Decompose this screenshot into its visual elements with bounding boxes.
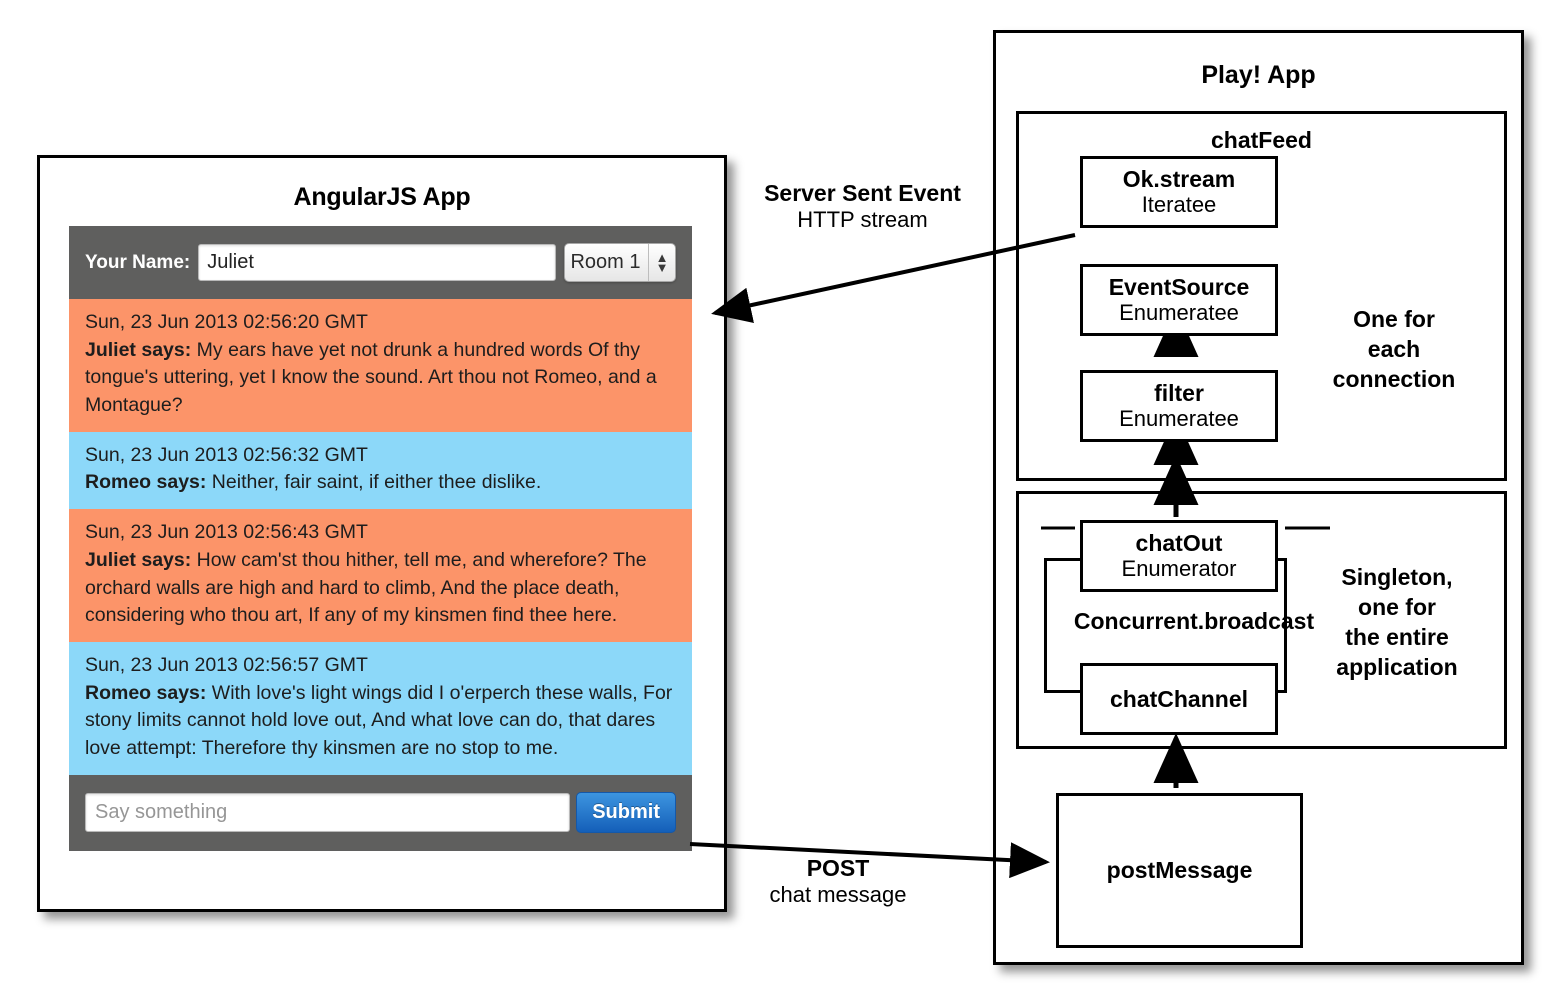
sse-annotation-regular: HTTP stream: [797, 207, 928, 232]
note-line: One for: [1353, 306, 1435, 332]
post-annotation: POST chat message: [728, 855, 948, 908]
node-eventsource-sub: Enumeratee: [1119, 300, 1239, 326]
note-line: each: [1367, 335, 1421, 362]
singleton-group: [1016, 491, 1507, 749]
chat-message: Sun, 23 Jun 2013 02:56:43 GMT Juliet say…: [69, 509, 692, 642]
message-text: How cam'st thou hither, tell me, and whe…: [85, 548, 647, 627]
note-line: Singleton,: [1341, 564, 1453, 590]
sse-annotation-bold: Server Sent Event: [764, 180, 961, 206]
play-app-title: Play! App: [1201, 61, 1316, 89]
message-timestamp: Sun, 23 Jun 2013 02:56:43 GMT: [85, 521, 368, 544]
message-author: Romeo says:: [85, 471, 207, 494]
chat-message: Sun, 23 Jun 2013 02:56:20 GMT Juliet say…: [69, 299, 692, 432]
node-filter: filter Enumeratee: [1080, 370, 1278, 442]
room-select-value: Room 1: [570, 251, 641, 273]
message-timestamp: Sun, 23 Jun 2013 02:56:57 GMT: [85, 653, 368, 676]
message-text: Neither, fair saint, if either thee disl…: [206, 471, 542, 494]
note-line: one for: [1358, 593, 1436, 620]
updown-arrows-icon: ▲▼: [648, 244, 675, 281]
message-author: Romeo says:: [85, 681, 207, 704]
your-name-label: Your Name:: [85, 251, 191, 273]
submit-button[interactable]: Submit: [576, 792, 676, 834]
angularjs-app-panel: AngularJS App Your Name: Room 1 ▲▼ Sun, …: [37, 155, 727, 912]
post-annotation-bold: POST: [806, 855, 870, 881]
angularjs-app-title: AngularJS App: [293, 183, 471, 211]
node-ok-stream-sub: Iteratee: [1141, 192, 1217, 218]
message-author: Juliet says:: [85, 338, 192, 361]
chat-topbar: Your Name: Room 1 ▲▼: [69, 226, 692, 299]
message-timestamp: Sun, 23 Jun 2013 02:56:32 GMT: [85, 443, 368, 466]
room-select[interactable]: Room 1 ▲▼: [564, 243, 676, 282]
note-line: application: [1336, 653, 1458, 680]
node-ok-stream-name: Ok.stream: [1122, 165, 1236, 192]
node-chatchannel: chatChannel: [1080, 663, 1278, 735]
node-filter-sub: Enumeratee: [1119, 406, 1239, 432]
node-ok-stream: Ok.stream Iteratee: [1080, 156, 1278, 228]
message-author: Juliet says:: [85, 548, 192, 571]
message-timestamp: Sun, 23 Jun 2013 02:56:20 GMT: [85, 311, 368, 333]
play-app-panel: Play! App chatFeed Ok.stream Iteratee Ev…: [993, 30, 1524, 965]
chat-message: Sun, 23 Jun 2013 02:56:32 GMT Romeo says…: [69, 431, 692, 510]
chat-widget: Your Name: Room 1 ▲▼ Sun, 23 Jun 2013 02…: [69, 226, 692, 877]
node-chatout: chatOut Enumerator: [1080, 520, 1278, 592]
post-annotation-regular: chat message: [769, 882, 907, 907]
concurrent-broadcast-label: Concurrent.broadcast: [1073, 608, 1315, 634]
chat-bottombar: Submit: [69, 774, 692, 851]
message-text: With love's light wings did I o'erperch …: [85, 681, 673, 759]
singleton-note: Singleton, one for the entire applicatio…: [1302, 563, 1492, 683]
node-eventsource: EventSource Enumeratee: [1080, 264, 1278, 336]
node-postmessage: postMessage: [1056, 793, 1303, 948]
chat-message-list: Sun, 23 Jun 2013 02:56:20 GMT Juliet say…: [69, 299, 692, 775]
your-name-input[interactable]: [198, 244, 556, 281]
node-filter-name: filter: [1154, 379, 1204, 406]
say-something-input[interactable]: [85, 793, 571, 833]
node-chatout-sub: Enumerator: [1121, 556, 1237, 582]
note-line: the entire: [1345, 623, 1449, 650]
chatfeed-title: chatFeed: [1211, 127, 1312, 153]
one-per-connection-note: One for each connection: [1304, 305, 1484, 395]
sse-annotation: Server Sent Event HTTP stream: [750, 180, 975, 233]
chat-message: Sun, 23 Jun 2013 02:56:57 GMT Romeo says…: [69, 641, 692, 775]
note-line: connection: [1332, 365, 1456, 392]
node-chatchannel-name: chatChannel: [1109, 685, 1249, 712]
node-chatout-name: chatOut: [1135, 529, 1223, 556]
node-eventsource-name: EventSource: [1108, 273, 1250, 300]
node-postmessage-name: postMessage: [1106, 857, 1253, 884]
message-text: My ears have yet not drunk a hundred wor…: [85, 338, 657, 417]
